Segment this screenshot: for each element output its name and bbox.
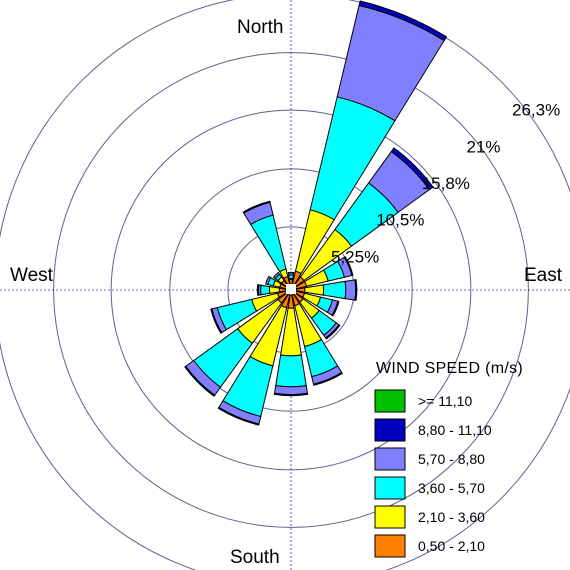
wedge-e-bin-4 bbox=[344, 279, 357, 301]
wind-wedges bbox=[184, 0, 448, 426]
ring-label-4: 21% bbox=[467, 138, 501, 157]
calm-center bbox=[286, 284, 296, 294]
legend-label-3: 5,70 - 8,80 bbox=[418, 451, 485, 467]
wedge-w-bin-5 bbox=[256, 284, 260, 296]
legend-swatch-3 bbox=[374, 447, 406, 471]
north-label: North bbox=[237, 17, 283, 38]
wedge-s-bin-4 bbox=[273, 385, 309, 396]
legend-label-1: >= 11,10 bbox=[418, 393, 472, 409]
wedge-ese-bin-5 bbox=[331, 300, 340, 317]
south-label: South bbox=[230, 547, 280, 568]
ring-label-3: 15,8% bbox=[422, 174, 470, 193]
legend-title: WIND SPEED (m/s) bbox=[376, 360, 523, 377]
wedge-sse-bin-5 bbox=[312, 371, 343, 386]
wedge-ne-bin-5 bbox=[390, 147, 434, 191]
wedge-ssw-bin-5 bbox=[217, 406, 260, 426]
wedge-nne-bin-5 bbox=[358, 0, 448, 42]
legend-swatch-4 bbox=[374, 476, 406, 500]
wedge-wnw-bin-4 bbox=[265, 275, 272, 286]
legend-swatch-6 bbox=[374, 534, 406, 558]
wedge-nw-bin-4 bbox=[272, 271, 281, 280]
wedge-w-bin-2 bbox=[268, 286, 281, 294]
wedge-sw-bin-5 bbox=[184, 365, 216, 397]
ring-label-2: 10,5% bbox=[376, 211, 424, 230]
legend-label-6: 0,50 - 2,10 bbox=[418, 538, 485, 554]
legend-swatch-2 bbox=[374, 418, 406, 442]
legend-swatch-5 bbox=[374, 505, 406, 529]
wedge-se-bin-5 bbox=[325, 324, 341, 340]
legend: WIND SPEED (m/s) >= 11,10 8,80 - 11,10 5,7… bbox=[374, 360, 523, 558]
wedge-s-bin-5 bbox=[273, 392, 309, 397]
wedge-e-bin-3 bbox=[322, 280, 347, 300]
wedge-nnw-bin-5 bbox=[242, 200, 271, 214]
legend-label-5: 2,10 - 3,60 bbox=[418, 509, 485, 525]
wedge-n-bin-5 bbox=[287, 271, 295, 274]
wedge-nnw-bin-3 bbox=[250, 214, 287, 273]
wedge-w-bin-3 bbox=[260, 284, 271, 296]
ring-label-5: 26,3% bbox=[512, 101, 560, 120]
west-label: West bbox=[10, 265, 54, 286]
legend-label-4: 3,60 - 5,70 bbox=[418, 480, 485, 496]
east-label: East bbox=[524, 265, 563, 286]
ring-labels: 5,25% 10,5% 15,8% 21% 26,3% bbox=[331, 101, 560, 267]
wedge-wsw-bin-5 bbox=[210, 308, 223, 334]
wedge-e-bin-5 bbox=[354, 279, 358, 301]
ring-label-1: 5,25% bbox=[331, 247, 379, 266]
legend-label-2: 8,80 - 11,10 bbox=[418, 422, 492, 438]
wedge-s-bin-3 bbox=[275, 354, 307, 388]
legend-swatch-1 bbox=[374, 389, 406, 413]
wedge-ene-bin-5 bbox=[343, 256, 354, 277]
